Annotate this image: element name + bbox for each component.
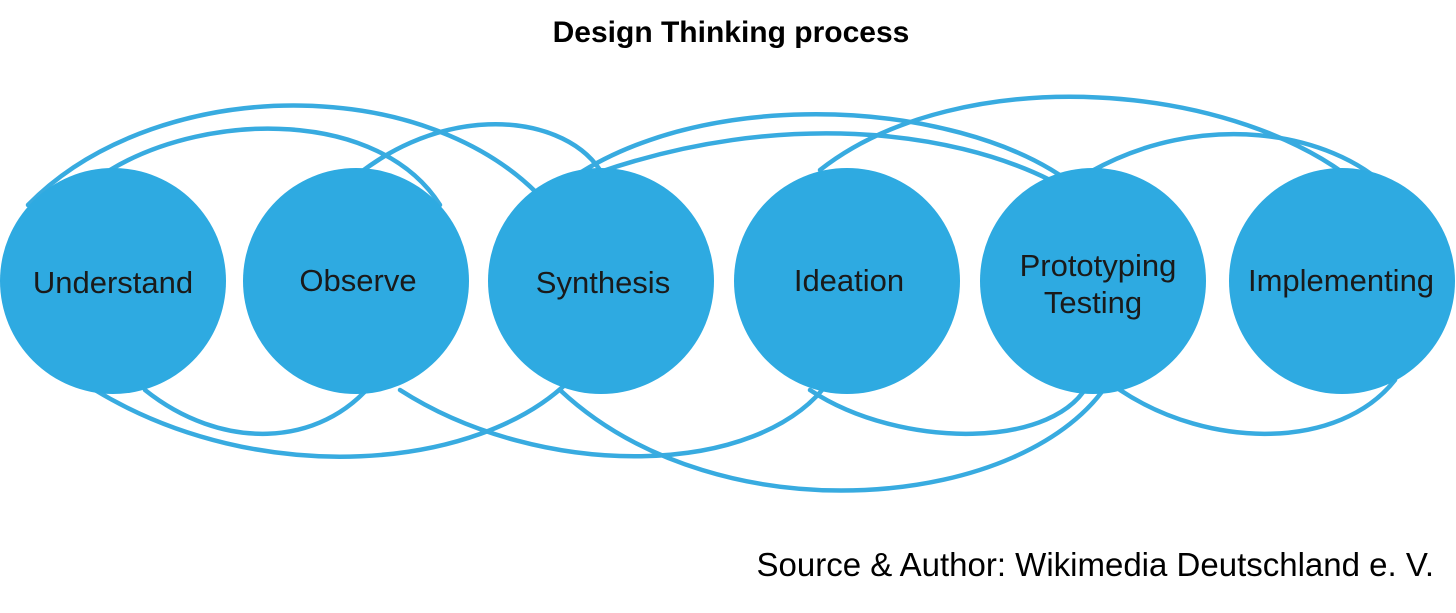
loop-understand-synthesis [25, 103, 563, 223]
stage-label-line-1: Prototyping [1020, 248, 1177, 283]
loop-understand-observe-upper [107, 126, 443, 208]
stage-circle [734, 168, 960, 394]
loop-understand-observe-lower [142, 377, 378, 437]
stage-circle [488, 168, 714, 394]
stage-label: Observe [299, 263, 416, 298]
stage-label: Understand [33, 265, 193, 300]
stage-prototyping-testing: Prototyping Testing [980, 168, 1206, 394]
stage-label: Ideation [794, 263, 904, 298]
stage-label: Synthesis [536, 265, 670, 300]
stage-synthesis: Synthesis [488, 168, 714, 394]
loop-understand-synthesis-lower [92, 377, 573, 459]
diagram-title: Design Thinking process [552, 16, 910, 49]
loop-synthesis-prototyping-lower [557, 377, 1113, 493]
loop-observe-ideation-upper [332, 121, 603, 198]
loop-prototyping-implementing-top [817, 94, 1368, 193]
loop-observe-ideation-lower [397, 377, 833, 459]
connecting-loops [25, 94, 1398, 493]
stage-understand: Understand [0, 168, 226, 394]
stage-circle [243, 168, 469, 394]
source-credit: Source & Author: Wikimedia Deutschland e… [756, 546, 1434, 583]
loop-prototyping-implementing-upper [1087, 131, 1393, 193]
stage-circle [0, 168, 226, 394]
loop-synthesis-prototyping-upper [527, 112, 1083, 218]
stage-circle [980, 168, 1206, 394]
stage-label-line-2: Testing [1044, 285, 1142, 320]
loop-ideation-implementing-upper [597, 131, 1053, 183]
stage-ideation: Ideation [734, 168, 960, 394]
loop-ideation-prototyping-lower [807, 377, 1093, 437]
stage-label: Implementing [1248, 263, 1434, 298]
stage-observe: Observe [243, 168, 469, 394]
loop-prototyping-implementing-lower [1117, 377, 1398, 437]
stage-implementing: Implementing [1229, 168, 1455, 394]
stage-circle [1229, 168, 1455, 394]
